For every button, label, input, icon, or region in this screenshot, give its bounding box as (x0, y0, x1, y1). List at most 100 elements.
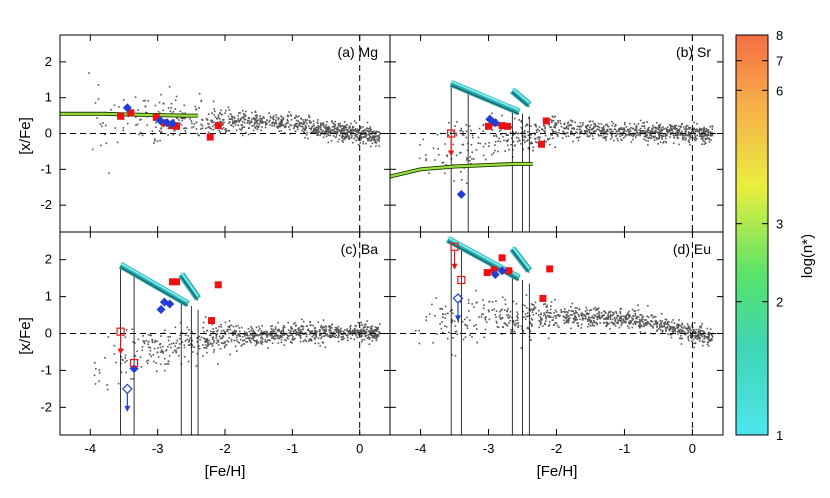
star-point (704, 137, 707, 140)
star-point (575, 319, 577, 321)
star-point (289, 331, 291, 333)
star-point (355, 331, 357, 333)
star-point (348, 127, 351, 129)
star-point (451, 354, 453, 356)
star-point (655, 322, 657, 325)
star-point (513, 145, 516, 147)
star-point (355, 325, 357, 327)
star-point (711, 339, 713, 341)
star-point (95, 368, 97, 370)
star-point (512, 321, 515, 324)
star-point (151, 133, 154, 135)
star-point (705, 138, 708, 140)
star-point (703, 129, 705, 132)
star-point (645, 135, 647, 138)
star-point (210, 330, 212, 333)
star-point (247, 334, 249, 337)
star-point (299, 334, 302, 337)
star-point (366, 121, 369, 124)
star-point (141, 346, 144, 348)
star-point (689, 136, 692, 139)
star-point (459, 152, 461, 154)
star-point (617, 319, 620, 321)
star-point (277, 127, 279, 129)
star-point (254, 114, 257, 117)
star-point (545, 317, 548, 320)
star-point (324, 346, 327, 349)
star-point (499, 314, 502, 316)
star-point (168, 85, 171, 88)
star-point (554, 309, 557, 312)
star-point (154, 339, 156, 342)
star-point (369, 130, 372, 132)
star-point (185, 127, 188, 130)
star-point (337, 122, 340, 125)
star-point (168, 343, 171, 346)
panel-1: (b) Sr (389, 34, 724, 233)
star-point (475, 149, 478, 151)
star-point (707, 341, 710, 344)
star-point (206, 337, 209, 340)
star-point (687, 339, 690, 342)
star-point (600, 129, 603, 132)
star-point (212, 331, 214, 333)
star-point (132, 341, 135, 343)
star-point (639, 331, 642, 333)
star-point (255, 333, 258, 336)
star-point (496, 326, 499, 328)
star-point (587, 135, 590, 138)
star-point (698, 135, 701, 137)
star-point (693, 342, 695, 345)
star-point (446, 337, 449, 340)
star-point (330, 336, 332, 339)
star-point (658, 136, 661, 138)
star-point (501, 317, 504, 320)
star-point (500, 309, 502, 312)
star-point (304, 119, 307, 122)
star-point (277, 342, 280, 344)
star-point (566, 132, 568, 134)
star-point (543, 139, 546, 142)
star-point (346, 339, 349, 342)
star-point (612, 311, 614, 314)
star-point (263, 117, 265, 119)
star-point (300, 331, 303, 333)
star-point (187, 360, 190, 363)
star-point (280, 119, 283, 122)
star-point (355, 334, 358, 337)
star-point (266, 336, 268, 338)
star-point (279, 331, 282, 333)
star-point (292, 323, 295, 325)
star-point (240, 326, 243, 329)
star-point (371, 339, 374, 342)
star-point (689, 133, 691, 135)
star-point (243, 343, 246, 345)
star-point (598, 314, 601, 316)
star-point (562, 127, 565, 129)
star-point (628, 316, 631, 319)
star-point (483, 336, 486, 339)
star-point (315, 335, 317, 338)
star-point (210, 343, 212, 345)
star-point (261, 122, 263, 124)
star-point (604, 318, 607, 320)
star-point (527, 315, 529, 318)
star-point (175, 95, 178, 98)
star-point (97, 98, 100, 100)
star-point (598, 316, 601, 319)
star-point (596, 315, 598, 318)
star-point (336, 130, 339, 133)
open-square-marker (129, 358, 139, 368)
star-point (690, 131, 692, 134)
star-point (318, 130, 321, 133)
star-point (188, 329, 190, 331)
star-point (190, 120, 193, 122)
star-point (304, 118, 307, 121)
star-point (702, 140, 704, 142)
star-point (685, 129, 687, 132)
star-point (571, 302, 574, 305)
star-point (580, 125, 583, 128)
star-point (277, 321, 279, 324)
star-point (253, 124, 255, 127)
